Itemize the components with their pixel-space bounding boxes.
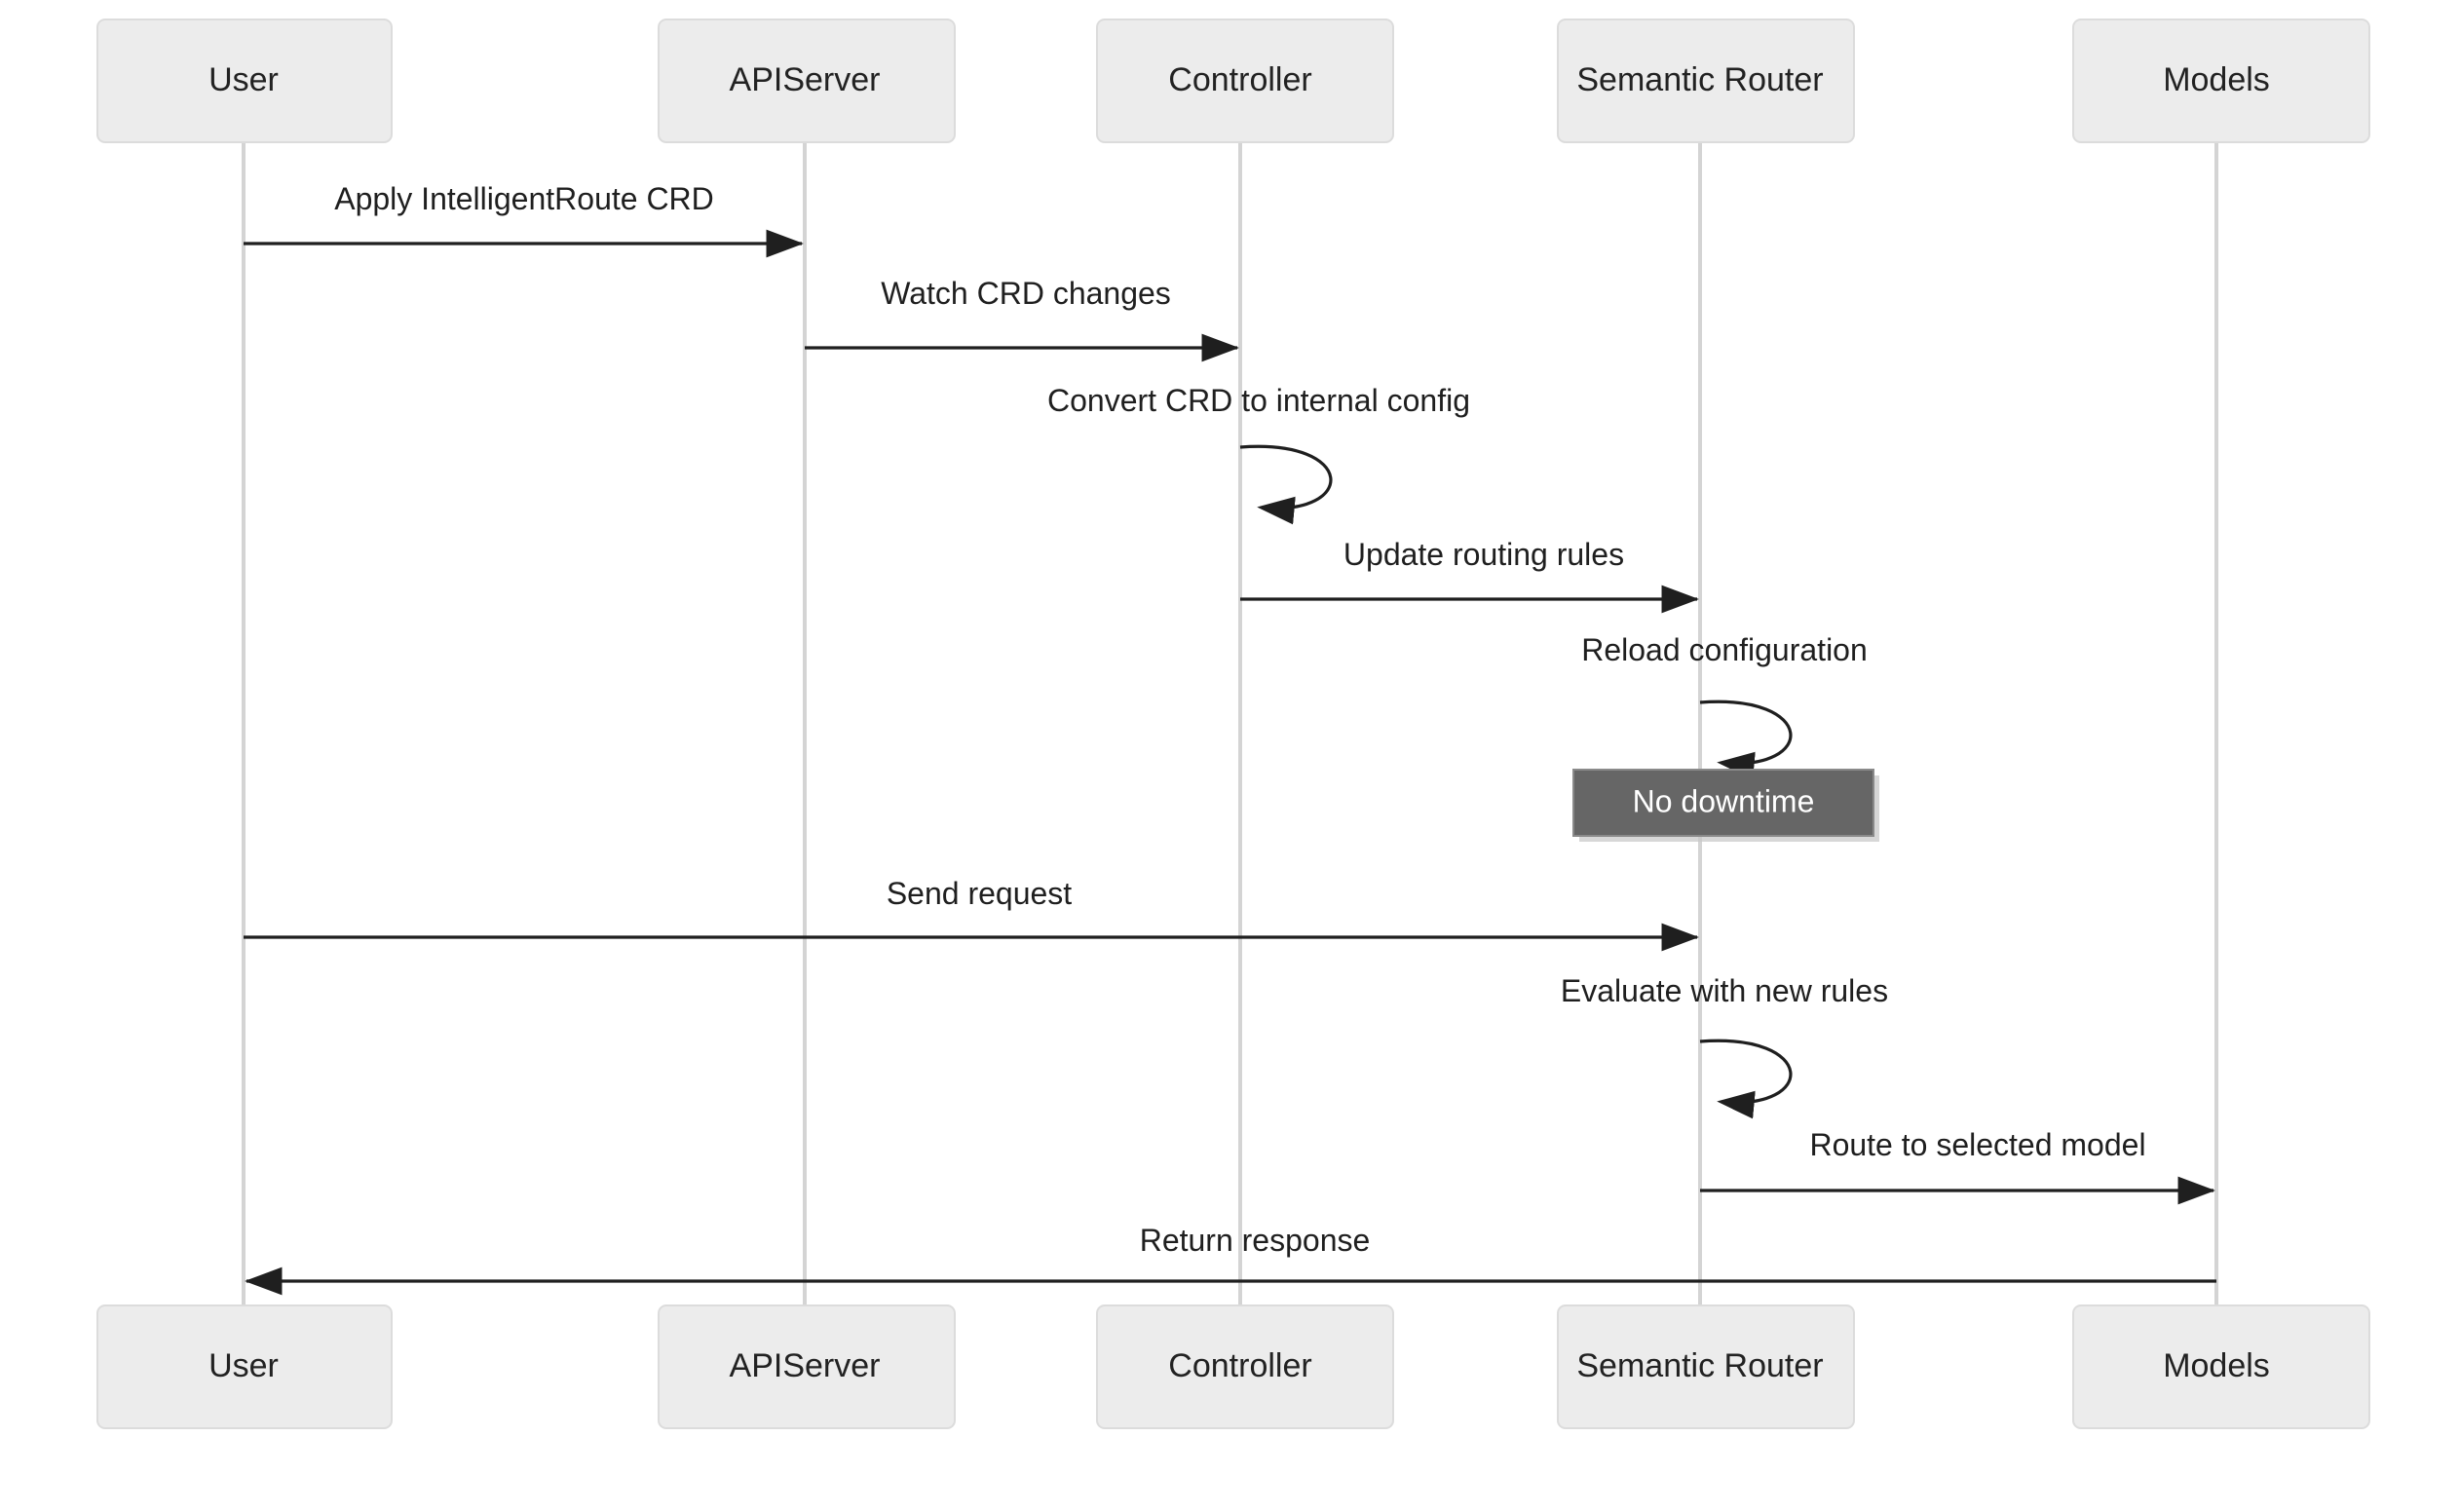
actor-semantic-router-bottom[interactable]: Semantic Router bbox=[1557, 1304, 1855, 1429]
message-9: Return response bbox=[245, 1223, 2216, 1296]
actor-box-controller-top bbox=[1096, 19, 1394, 143]
actor-box-controller-bottom bbox=[1096, 1304, 1394, 1429]
actor-models-bottom[interactable]: Models bbox=[2072, 1304, 2370, 1429]
actor-semantic-router-top[interactable]: Semantic Router bbox=[1557, 19, 1855, 143]
actor-user-top[interactable]: User bbox=[96, 19, 393, 143]
actor-label-controller-bottom: Controller bbox=[1168, 1347, 1311, 1384]
actor-controller-bottom[interactable]: Controller bbox=[1096, 1304, 1394, 1429]
message-label-8: Route to selected model bbox=[1809, 1127, 2145, 1162]
actor-label-semantic-router-bottom: Semantic Router bbox=[1576, 1347, 1823, 1384]
self-loop-arrow-3 bbox=[1239, 444, 1333, 525]
message-8: Route to selected model bbox=[1700, 1127, 2215, 1205]
actors-top-group: User APIServer Controller Semantic Router Mo… bbox=[96, 19, 2370, 143]
message-label-6: Send request bbox=[887, 876, 1072, 911]
actor-box-models-top bbox=[2072, 19, 2370, 143]
note-box-1 bbox=[1572, 769, 1874, 837]
actor-label-user-bottom: User bbox=[208, 1347, 279, 1384]
message-6: Send request bbox=[244, 876, 1699, 952]
messages-group: Apply IntelligentRoute CRD Watch CRD chan… bbox=[244, 181, 2216, 1296]
message-3: Convert CRD to internal config bbox=[1047, 383, 1470, 525]
message-5: Reload configuration bbox=[1581, 632, 1868, 780]
actor-label-controller-top: Controller bbox=[1168, 61, 1311, 98]
actor-box-apiserver-top bbox=[658, 19, 956, 143]
actor-box-semantic-router-bottom bbox=[1557, 1304, 1855, 1429]
actor-apiserver-bottom[interactable]: APIServer bbox=[658, 1304, 956, 1429]
actor-apiserver-top[interactable]: APIServer bbox=[658, 19, 956, 143]
note-label-1: No downtime bbox=[1633, 783, 1815, 818]
lifelines-group bbox=[242, 142, 2218, 1305]
message-2: Watch CRD changes bbox=[805, 276, 1239, 362]
actor-models-top[interactable]: Models bbox=[2072, 19, 2370, 143]
actor-label-apiserver-top: APIServer bbox=[730, 61, 881, 98]
actor-label-models-top: Models bbox=[2163, 61, 2270, 98]
message-label-2: Watch CRD changes bbox=[881, 276, 1171, 311]
message-label-3: Convert CRD to internal config bbox=[1047, 383, 1470, 418]
message-label-5: Reload configuration bbox=[1581, 632, 1868, 667]
actor-label-apiserver-bottom: APIServer bbox=[730, 1347, 881, 1384]
actor-controller-top[interactable]: Controller bbox=[1096, 19, 1394, 143]
message-7: Evaluate with new rules bbox=[1561, 973, 1888, 1119]
message-4: Update routing rules bbox=[1240, 537, 1699, 614]
actor-box-user-bottom bbox=[96, 1304, 393, 1429]
actor-box-models-bottom bbox=[2072, 1304, 2370, 1429]
actor-label-models-bottom: Models bbox=[2163, 1347, 2270, 1384]
self-loop-arrow-5 bbox=[1699, 699, 1793, 780]
self-loop-arrow-7 bbox=[1699, 1039, 1793, 1119]
actor-box-semantic-router-top bbox=[1557, 19, 1855, 143]
message-label-7: Evaluate with new rules bbox=[1561, 973, 1888, 1008]
actor-label-semantic-router-top: Semantic Router bbox=[1576, 61, 1823, 98]
message-label-4: Update routing rules bbox=[1343, 537, 1624, 572]
actor-box-user-top bbox=[96, 19, 393, 143]
message-1: Apply IntelligentRoute CRD bbox=[244, 181, 804, 258]
actors-bottom-group: User APIServer Controller Semantic Router Mo… bbox=[96, 1304, 2370, 1429]
note-1: No downtime bbox=[1572, 769, 1879, 842]
message-label-1: Apply IntelligentRoute CRD bbox=[334, 181, 714, 216]
actor-box-apiserver-bottom bbox=[658, 1304, 956, 1429]
notes-group: No downtime bbox=[1572, 769, 1879, 842]
actor-label-user-top: User bbox=[208, 61, 279, 98]
message-label-9: Return response bbox=[1140, 1223, 1371, 1258]
actor-user-bottom[interactable]: User bbox=[96, 1304, 393, 1429]
